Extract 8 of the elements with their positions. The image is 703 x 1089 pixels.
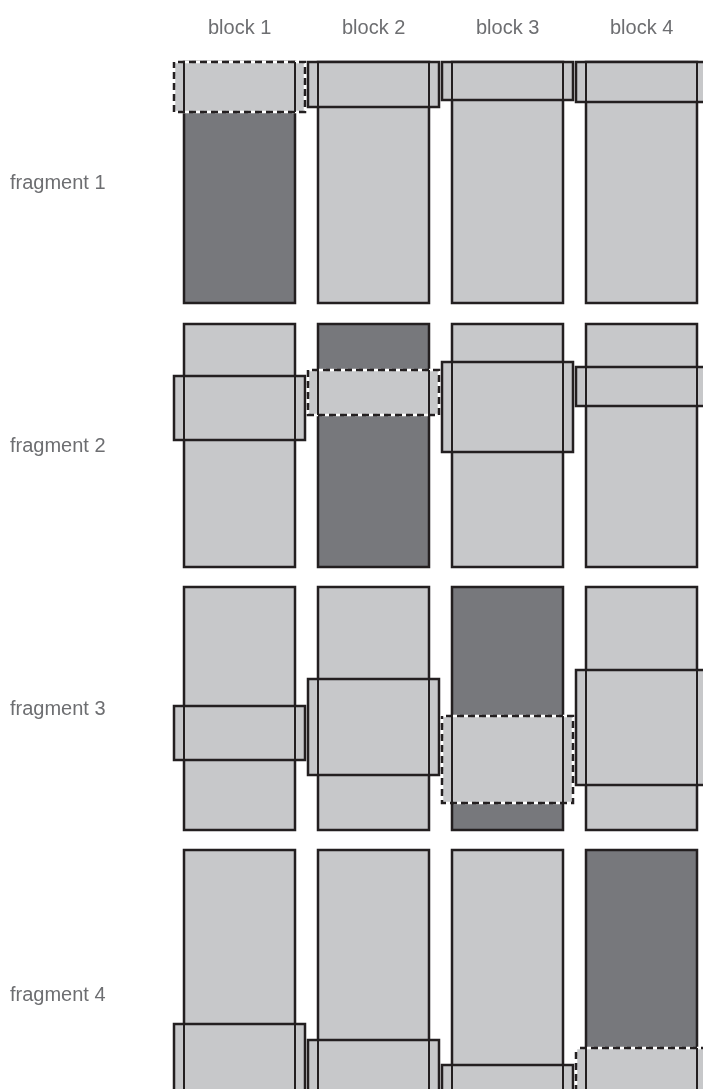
column-label: block 4 (610, 16, 674, 39)
row-label: fragment 2 (10, 433, 106, 457)
column-label: block 2 (342, 16, 406, 39)
row-label: fragment 4 (10, 983, 106, 1006)
row-label: fragment 3 (10, 696, 106, 720)
column-label: block 3 (476, 16, 540, 39)
row-label: fragment 1 (10, 170, 106, 194)
column-label: block 1 (208, 16, 272, 39)
